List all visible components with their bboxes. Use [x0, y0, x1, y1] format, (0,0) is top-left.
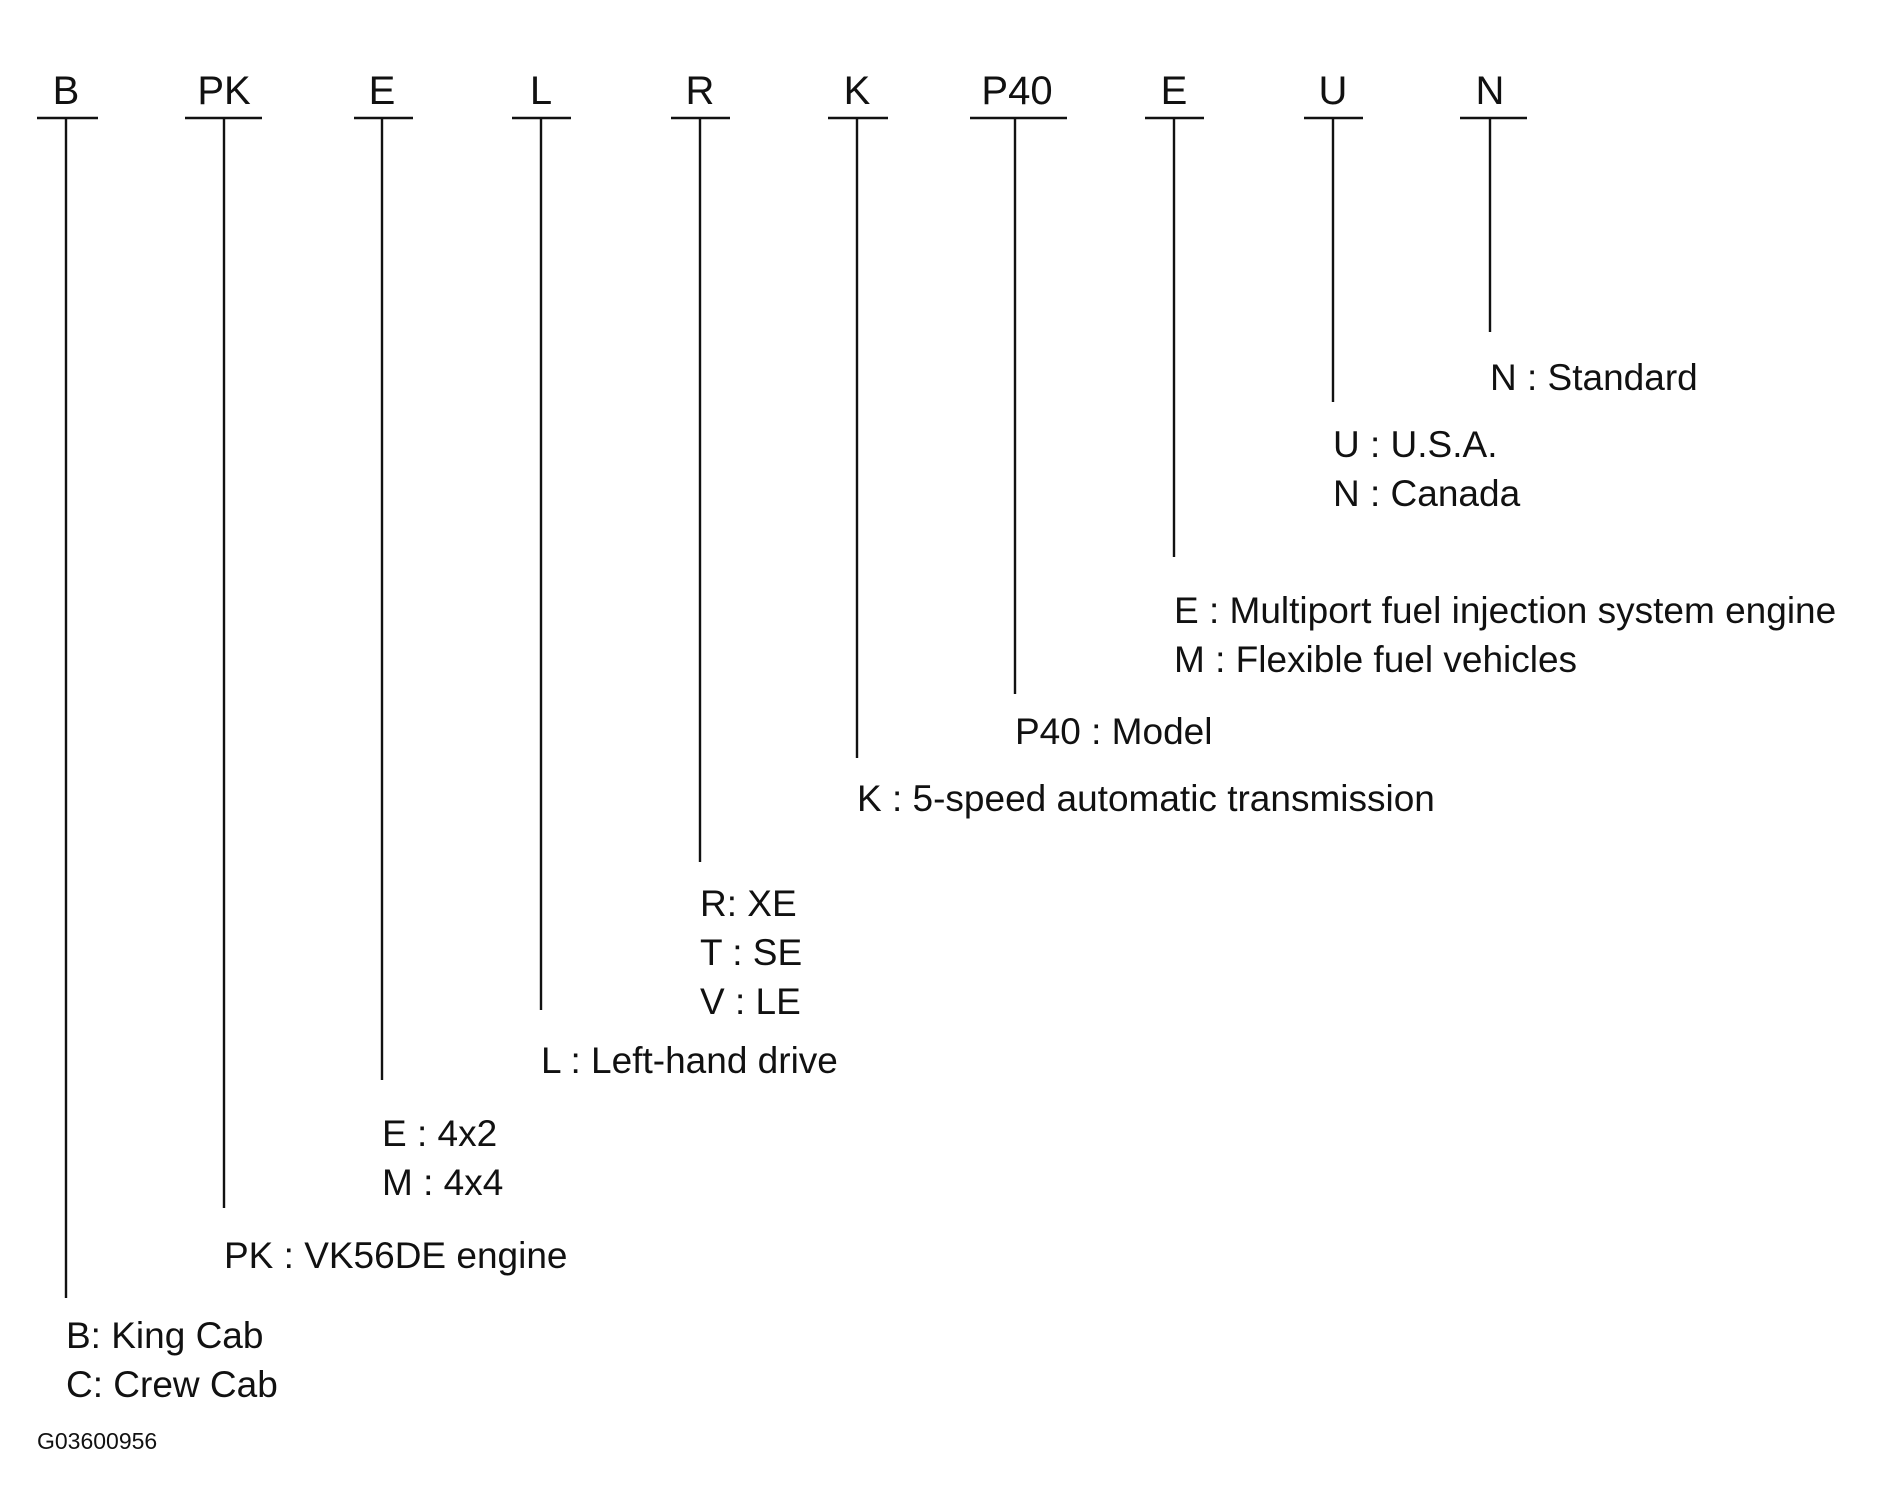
code-position-k: K K : 5-speed automatic transmission	[828, 69, 1435, 819]
description-line: R: XE	[700, 883, 797, 924]
description-line: P40 : Model	[1015, 711, 1212, 752]
code-letter: E	[369, 69, 396, 113]
description-line: T : SE	[700, 932, 802, 973]
code-letter: U	[1319, 69, 1348, 113]
code-position-b: B B: King Cab C: Crew Cab	[37, 69, 278, 1405]
description-line: M : 4x4	[382, 1162, 503, 1203]
description-line: C: Crew Cab	[66, 1364, 278, 1405]
description-line: E : Multiport fuel injection system engi…	[1174, 590, 1836, 631]
code-letter: R	[686, 69, 715, 113]
description-line: N : Standard	[1490, 357, 1698, 398]
description-line: U : U.S.A.	[1333, 424, 1497, 465]
code-position-e-drive: E E : 4x2 M : 4x4	[354, 69, 503, 1203]
description-line: V : LE	[700, 981, 801, 1022]
code-position-e-engine: E E : Multiport fuel injection system en…	[1145, 69, 1836, 680]
description-line: N : Canada	[1333, 473, 1521, 514]
description-line: E : 4x2	[382, 1113, 497, 1154]
code-letter: P40	[981, 69, 1052, 113]
description-line: L : Left-hand drive	[541, 1040, 838, 1081]
code-letter: PK	[197, 69, 251, 113]
description-line: B: King Cab	[66, 1315, 263, 1356]
code-position-l: L L : Left-hand drive	[512, 69, 838, 1081]
description-line: PK : VK56DE engine	[224, 1235, 568, 1276]
code-letter: B	[53, 69, 80, 113]
code-position-u: U U : U.S.A. N : Canada	[1304, 69, 1521, 514]
description-line: K : 5-speed automatic transmission	[857, 778, 1435, 819]
description-line: M : Flexible fuel vehicles	[1174, 639, 1577, 680]
code-position-p40: P40 P40 : Model	[970, 69, 1212, 752]
code-letter: L	[530, 69, 552, 113]
code-letter: E	[1161, 69, 1188, 113]
code-letter: N	[1476, 69, 1505, 113]
code-position-r: R R: XE T : SE V : LE	[671, 69, 802, 1022]
code-position-n: N N : Standard	[1460, 69, 1698, 398]
code-position-pk: PK PK : VK56DE engine	[185, 69, 568, 1276]
code-letter: K	[844, 69, 871, 113]
figure-id: G03600956	[37, 1428, 157, 1454]
